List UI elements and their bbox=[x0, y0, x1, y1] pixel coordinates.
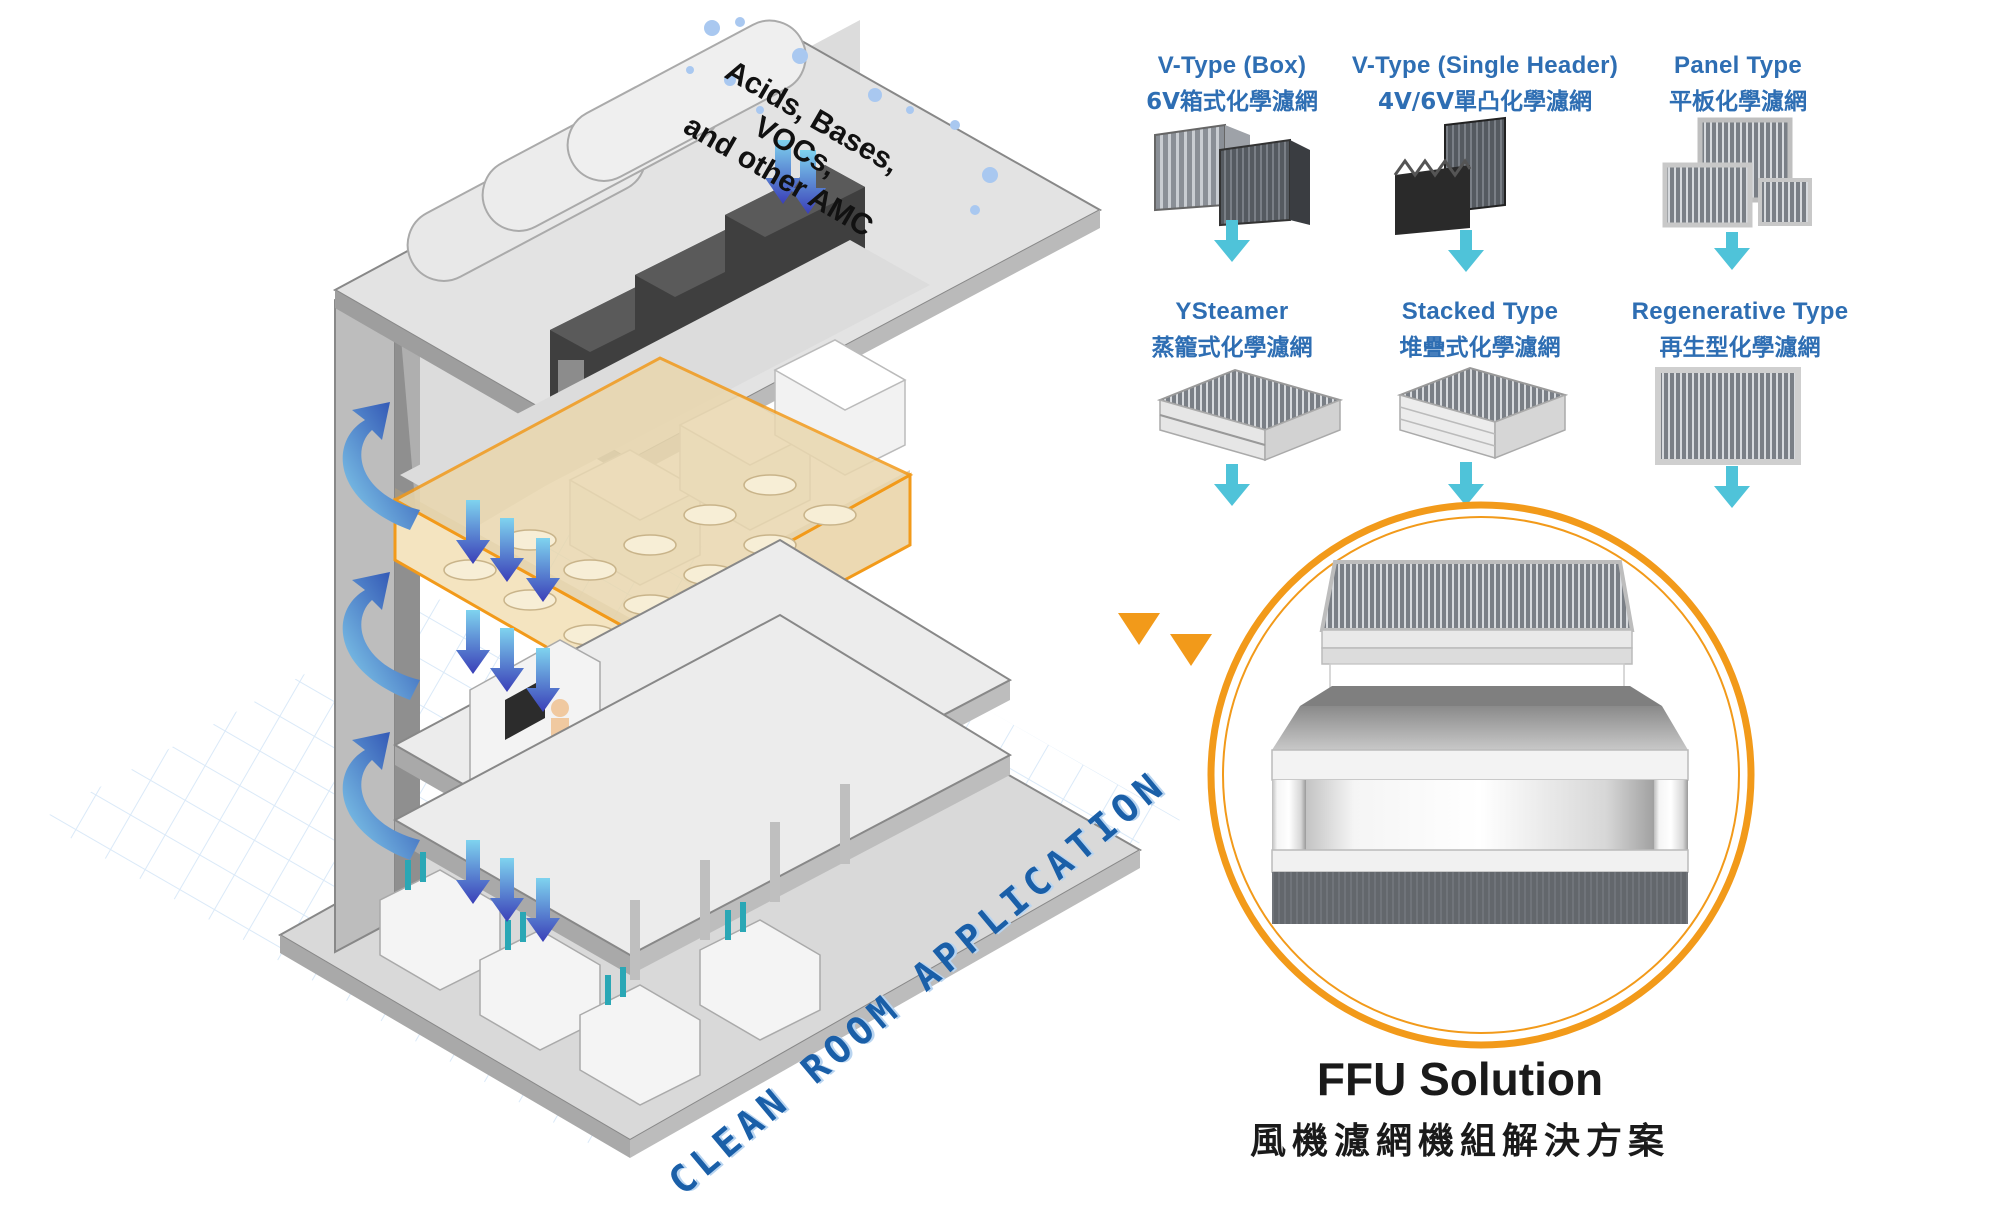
downflow-arrows bbox=[456, 140, 826, 942]
filter-label-vtype-box: V-Type (Box) 6V箱式化學濾網 bbox=[1112, 52, 1352, 116]
filter-name-en: Panel Type bbox=[1674, 52, 1802, 79]
ffu-title: FFU Solution bbox=[1316, 1053, 1604, 1105]
filter-panel-type-image bbox=[1662, 117, 1812, 228]
filter-name-en: V-Type (Box) bbox=[1157, 52, 1307, 79]
filter-name-en: Stacked Type bbox=[1401, 298, 1559, 325]
orange-pointer-triangles bbox=[1118, 613, 1212, 666]
filter-vtype-single-header-image bbox=[1393, 116, 1506, 235]
filter-label-regenerative-type: Regenerative Type 再生型化學濾網 bbox=[1590, 298, 1890, 362]
columns bbox=[630, 784, 850, 980]
filter-name-zh: 蒸籠式化學濾網 bbox=[1151, 335, 1313, 361]
filter-ysteamer-image bbox=[1156, 368, 1344, 462]
filter-name-zh: 平板化學濾網 bbox=[1669, 89, 1807, 115]
ffu-unit-illustration bbox=[1207, 501, 1755, 1049]
filter-vtype-box-image bbox=[1154, 123, 1310, 227]
return-air-arrows bbox=[342, 402, 420, 860]
amc-molecules bbox=[686, 17, 998, 215]
filter-label-stacked-type: Stacked Type 堆疊式化學濾網 bbox=[1360, 298, 1600, 362]
filter-name-en: YSteamer bbox=[1175, 298, 1289, 325]
ffu-subtitle: 風機濾網機組解決方案 bbox=[1249, 1121, 1670, 1162]
filter-name-en: Regenerative Type bbox=[1631, 298, 1849, 325]
filter-label-panel-type: Panel Type 平板化學濾網 bbox=[1618, 52, 1858, 116]
filter-name-zh: 再生型化學濾網 bbox=[1659, 335, 1821, 361]
filter-stacked-type-image bbox=[1396, 366, 1569, 460]
filter-name-zh: 4V/6V單凸化學濾網 bbox=[1377, 89, 1592, 115]
filter-name-zh: 堆疊式化學濾網 bbox=[1399, 335, 1561, 361]
filter-name-en: V-Type (Single Header) bbox=[1351, 52, 1619, 79]
filter-name-zh: 6V箱式化學濾網 bbox=[1146, 89, 1318, 115]
cleanroom-building bbox=[277, 19, 1143, 1158]
filter-label-ysteamer: YSteamer 蒸籠式化學濾網 bbox=[1112, 298, 1352, 362]
filter-cyan-arrows bbox=[1214, 220, 1750, 508]
filter-label-vtype-single-header: V-Type (Single Header) 4V/6V單凸化學濾網 bbox=[1335, 52, 1635, 116]
filter-regenerative-type-image bbox=[1655, 367, 1801, 465]
